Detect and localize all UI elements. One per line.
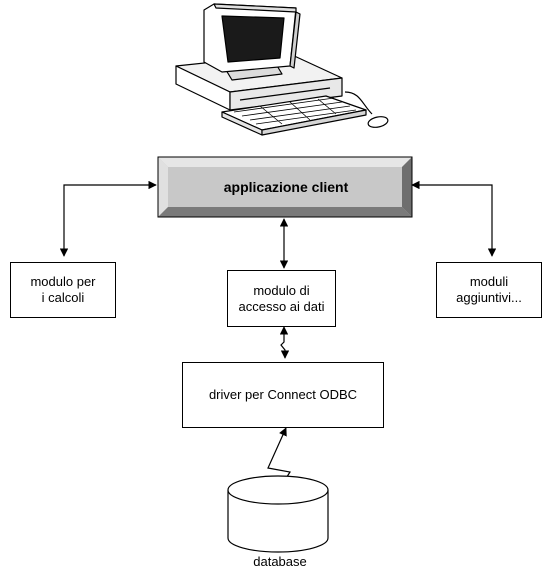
addon-modules-box: moduli aggiuntivi... [436,262,542,318]
data-access-module-label: modulo di accesso ai dati [238,282,325,314]
data-access-module-box: modulo di accesso ai dati [227,270,336,327]
connectors [59,180,497,495]
addon-modules-label: moduli aggiuntivi... [456,274,522,305]
calc-module-label: modulo per i calcoli [30,274,96,305]
link-app-calc [59,180,157,257]
driver-label: driver per Connect ODBC [208,387,358,402]
driver-box: driver per Connect ODBC [182,362,384,428]
app-client-box [157,156,413,218]
database-cylinder-icon [227,475,329,553]
calc-module-box: modulo per i calcoli [10,262,116,318]
app-client-label: applicazione client [223,179,349,195]
database-label: database [253,554,307,569]
link-app-addon [411,180,497,257]
link-dataaccess-driver [279,326,290,359]
computer-icon [175,3,389,136]
